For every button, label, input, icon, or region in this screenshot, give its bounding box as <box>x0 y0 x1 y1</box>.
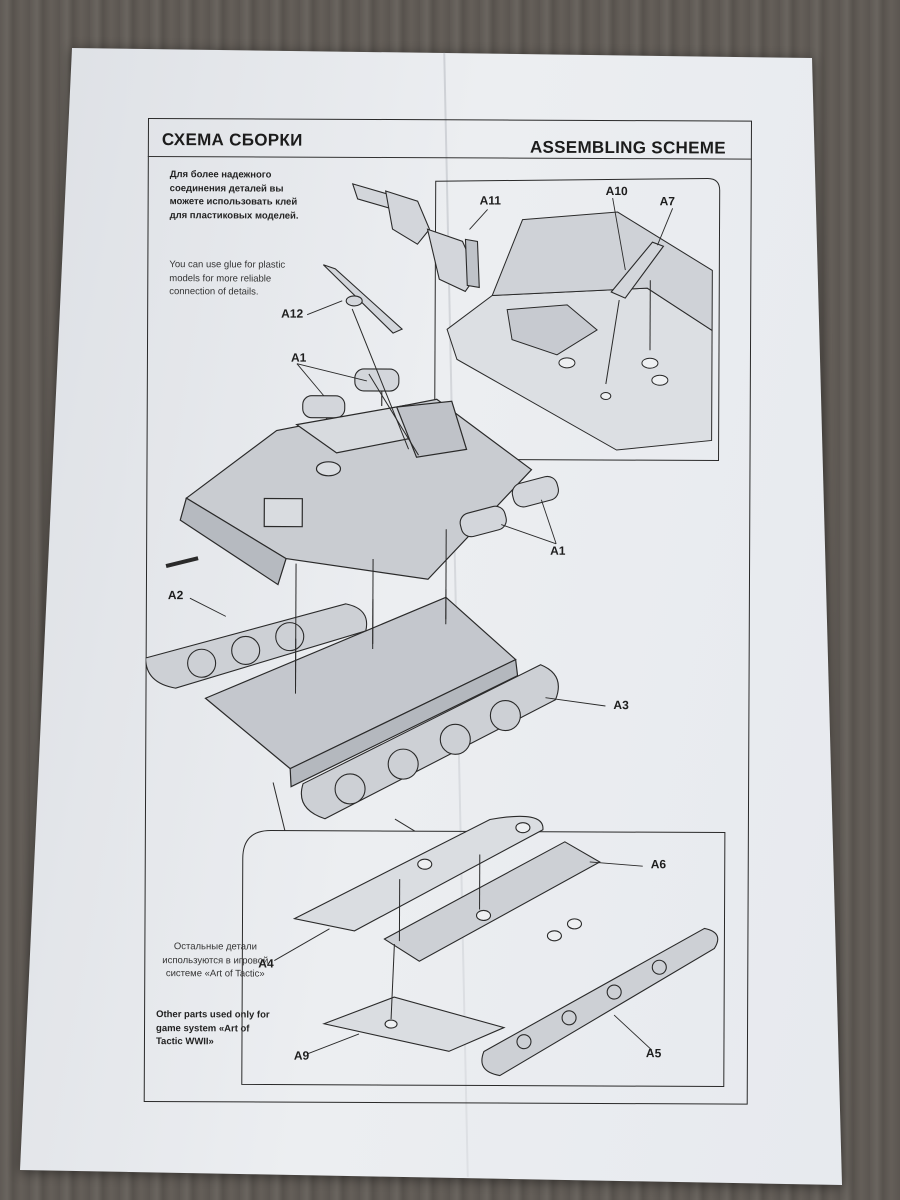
assembly-arrows <box>295 308 481 1020</box>
part-a3-right-track <box>300 664 559 820</box>
label-leader-lines <box>189 197 674 1055</box>
part-a5-track-unit <box>481 927 719 1077</box>
label-a3: A3 <box>613 698 629 713</box>
assembly-diagram <box>145 177 726 1088</box>
label-a11: A11 <box>479 193 502 208</box>
label-a12: A12 <box>281 306 304 321</box>
label-a5: A5 <box>645 1046 662 1061</box>
label-a1-top: A1 <box>290 350 307 365</box>
label-a2: A2 <box>167 588 184 603</box>
label-a6: A6 <box>650 857 667 872</box>
part-a9-skirt <box>322 996 506 1052</box>
part-a12-plate <box>322 264 404 334</box>
part-a7-hatch <box>605 241 665 385</box>
label-a10: A10 <box>605 183 628 199</box>
part-a6-frame <box>383 822 601 962</box>
label-a4: A4 <box>258 956 274 971</box>
label-a9: A9 <box>293 1048 310 1063</box>
part-superstructure <box>165 398 533 586</box>
part-a10-interior <box>446 211 713 451</box>
label-a7: A7 <box>659 194 676 209</box>
part-a4-bottom-plate <box>292 815 544 932</box>
assembly-scheme-frame: СХЕМА СБОРКИ ASSEMBLING SCHEME Для более… <box>143 118 752 1105</box>
part-a11-mantlet <box>351 183 480 293</box>
chassis-inset-box <box>241 830 726 1088</box>
part-a1-fuel-tanks-bottom <box>459 475 560 538</box>
label-a1-bottom: A1 <box>550 543 566 558</box>
interior-inset-box <box>434 177 721 461</box>
